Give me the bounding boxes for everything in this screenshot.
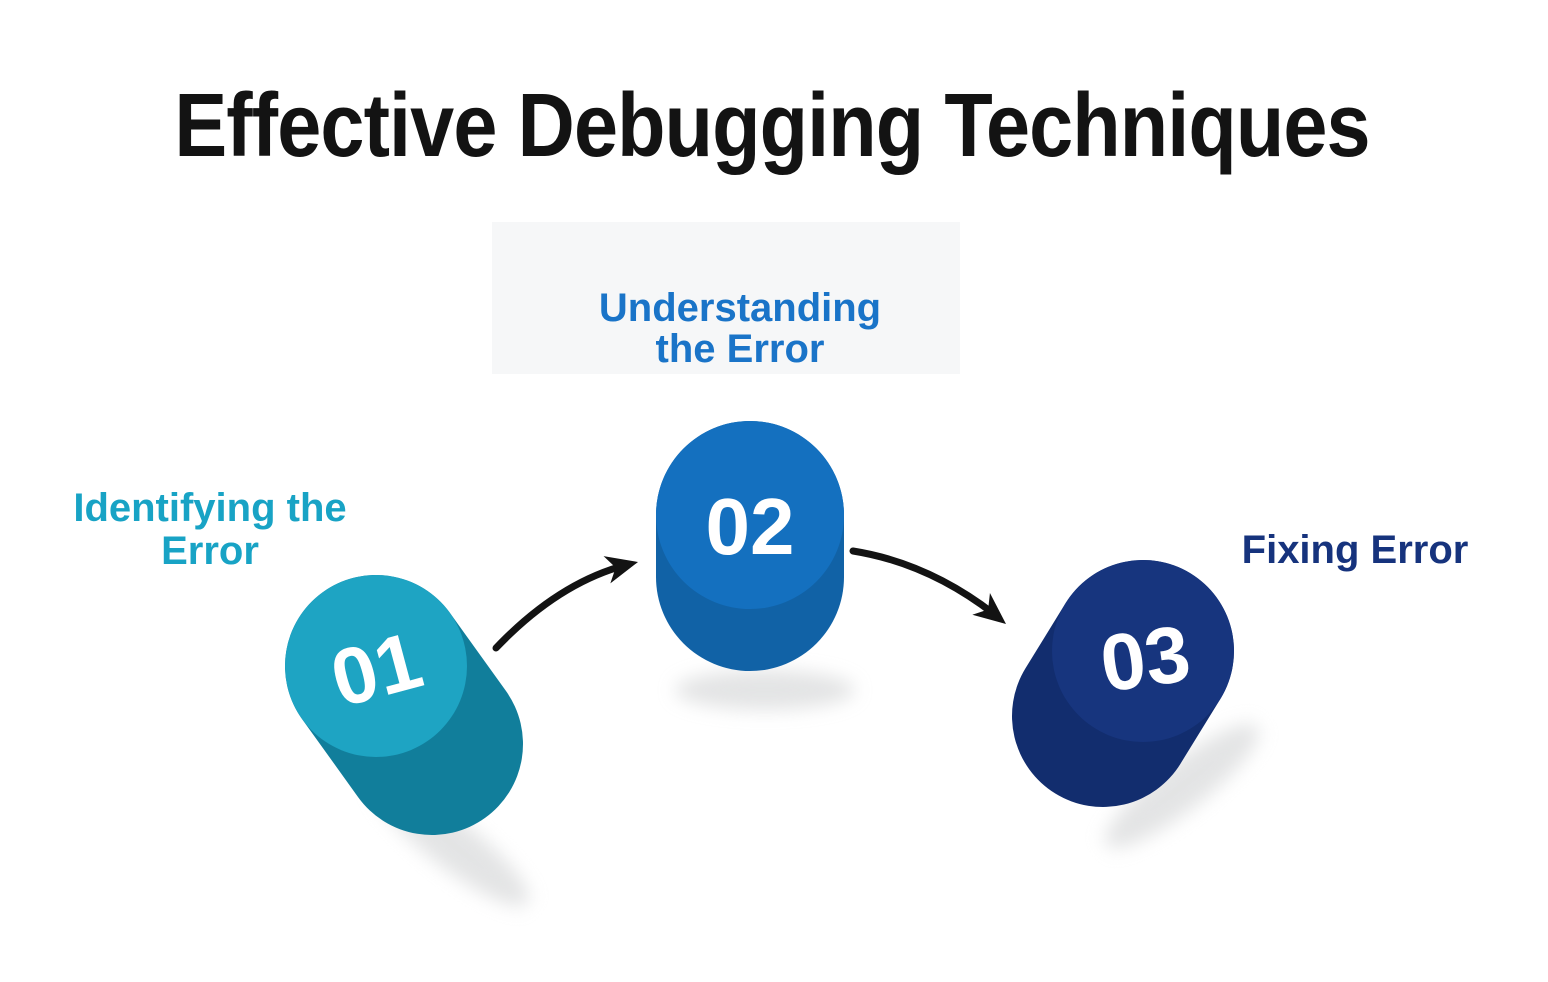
step1-label-line2: Error (161, 529, 259, 573)
step1-label: Identifying the Error (73, 486, 346, 573)
arrow-step1-to-step2 (492, 556, 638, 652)
arrow2-curve (849, 547, 998, 618)
arrow-step2-to-step3 (849, 547, 1006, 624)
step3-number: 03 (1095, 608, 1196, 709)
page-title: Effective Debugging Techniques (174, 74, 1369, 175)
step2-number: 02 (706, 482, 795, 571)
arrow1-head (603, 556, 638, 584)
step2-label-line1: Understanding (599, 286, 881, 330)
label-panel (492, 222, 960, 374)
step1-number: 01 (322, 615, 431, 724)
step1-label-line1: Identifying the (73, 486, 346, 530)
step2-shadow (675, 670, 855, 710)
step1-cylinder-top (285, 575, 467, 757)
step2-cylinder-top (656, 421, 844, 609)
step3-cylinder-top (1052, 560, 1234, 742)
step3-label: Fixing Error (1242, 528, 1469, 572)
arrow2-head (972, 592, 1006, 624)
step2-label: Understanding the Error (599, 286, 881, 371)
step2-label-line2: the Error (656, 327, 825, 371)
step3-shadow (1104, 723, 1260, 849)
arrow1-curve (492, 561, 630, 652)
step3-label-line1: Fixing Error (1242, 528, 1469, 572)
